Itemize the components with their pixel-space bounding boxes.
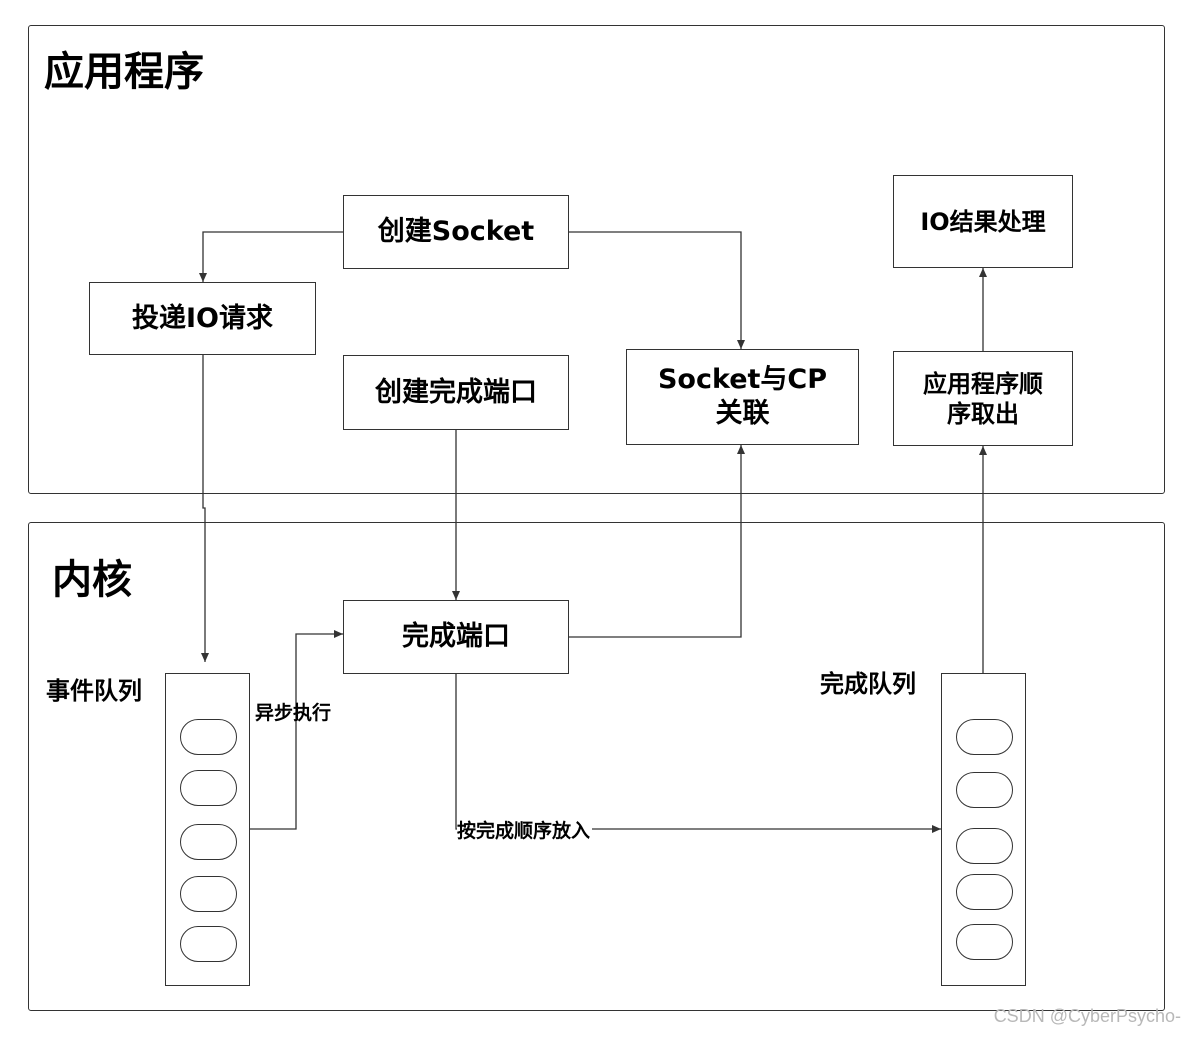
- queue-slot: [180, 824, 237, 860]
- queue-slot: [180, 719, 237, 755]
- completion-port-box: 完成端口: [343, 600, 569, 674]
- queue-slot: [956, 874, 1013, 910]
- io-result-processing-box: IO结果处理: [893, 175, 1073, 268]
- app-sequential-dequeue-box: 应用程序顺序取出: [893, 351, 1073, 446]
- post-io-request-box: 投递IO请求: [89, 282, 316, 355]
- enqueue-in-order-label: 按完成顺序放入: [457, 820, 593, 842]
- socket-cp-associate-box: Socket与CP关联: [626, 349, 859, 445]
- queue-slot: [180, 876, 237, 912]
- queue-slot: [180, 926, 237, 962]
- completion-queue: [941, 673, 1026, 986]
- queue-slot: [956, 772, 1013, 808]
- completion-queue-label: 完成队列: [820, 670, 916, 698]
- kernel-region-title: 内核: [52, 557, 132, 603]
- create-socket-box: 创建Socket: [343, 195, 569, 269]
- watermark-text: CSDN @CyberPsycho-: [993, 1006, 1181, 1026]
- queue-slot: [956, 924, 1013, 960]
- queue-slot: [956, 828, 1013, 864]
- event-queue-label: 事件队列: [46, 677, 142, 705]
- app-region-title: 应用程序: [44, 49, 204, 95]
- create-completion-port-box: 创建完成端口: [343, 355, 569, 430]
- event-queue: [165, 673, 250, 986]
- async-execute-label: 异步执行: [255, 702, 332, 724]
- queue-slot: [956, 719, 1013, 755]
- queue-slot: [180, 770, 237, 806]
